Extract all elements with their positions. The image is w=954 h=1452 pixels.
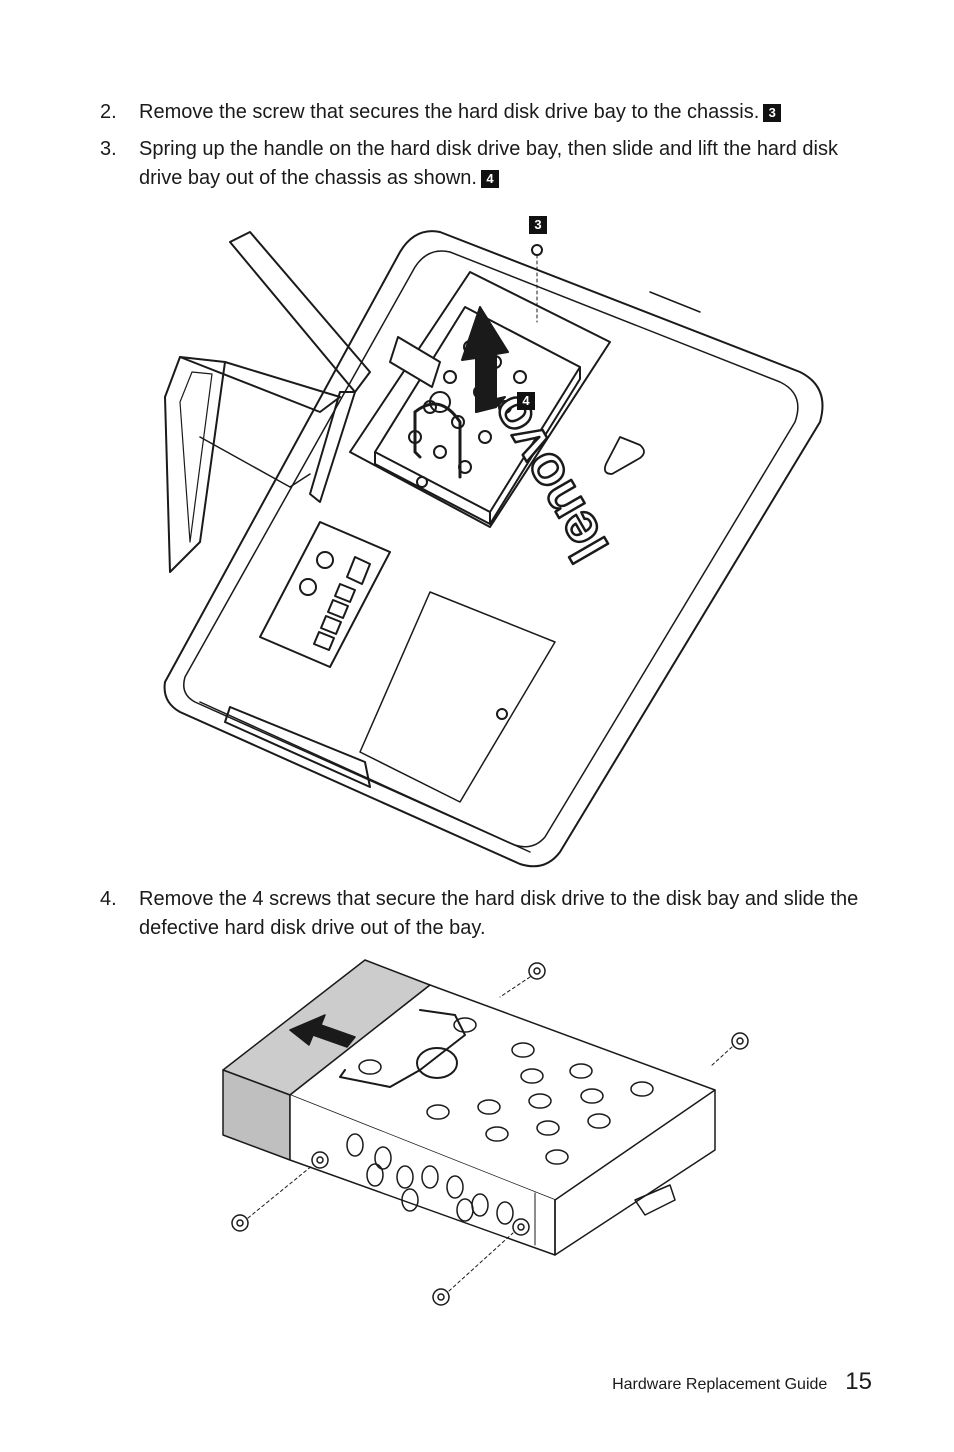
- mounting-tab: [634, 1184, 676, 1216]
- step-4: 4. Remove the 4 screws that secure the h…: [100, 885, 880, 943]
- stand-arm: [309, 391, 356, 503]
- guide-title: Hardware Replacement Guide: [612, 1376, 828, 1393]
- port-icon: [346, 556, 371, 585]
- bottom-vents: [224, 706, 371, 788]
- stand-leg: [164, 356, 226, 573]
- page-footer: Hardware Replacement Guide 15: [612, 1368, 872, 1396]
- port-icon: [316, 551, 334, 569]
- stand-upper: [229, 231, 371, 393]
- step-number: 3.: [100, 138, 117, 160]
- stand-leg-inner: [179, 371, 213, 543]
- step-number: 4.: [100, 888, 117, 910]
- sata-cable: [339, 1009, 466, 1088]
- power-button: [603, 436, 645, 475]
- bay-handle: [389, 336, 441, 388]
- vent-holes-side: [346, 1133, 514, 1225]
- memory-cover: [359, 591, 556, 803]
- stand-base: [179, 356, 341, 413]
- screw-icon: [531, 244, 543, 323]
- step-number: 2.: [100, 101, 117, 123]
- port-icon: [327, 599, 349, 619]
- io-panel: [259, 521, 391, 668]
- port-icon: [313, 631, 335, 651]
- hdd-bay-illustration: [222, 959, 749, 1306]
- port-icon: [334, 583, 356, 603]
- step-2: 2. Remove the screw that secures the har…: [100, 98, 880, 127]
- callout-badge: 3: [763, 104, 782, 122]
- callout-badge-lift: 4: [517, 392, 535, 410]
- chassis-outline: [163, 230, 824, 868]
- lift-arrow: [461, 306, 509, 413]
- bay-opening: [349, 271, 611, 528]
- vent-holes-top: [358, 1017, 654, 1165]
- stand-crossbar: [199, 436, 311, 488]
- step-text: Remove the screw that secures the hard d…: [139, 98, 880, 127]
- screw-icon: [432, 1218, 530, 1306]
- cover-screw-icon: [496, 708, 508, 720]
- slide-arrow: [289, 1014, 356, 1048]
- step-text: Remove the 4 screws that secure the hard…: [139, 888, 859, 939]
- chassis-illustration: lenovo: [163, 230, 824, 868]
- screw-icon: [499, 962, 546, 998]
- callout-badge-screw: 3: [529, 216, 547, 234]
- port-icon: [320, 615, 342, 635]
- port-icon: [299, 578, 317, 596]
- screw-icon: [709, 1032, 749, 1068]
- step-text: Spring up the handle on the hard disk dr…: [139, 138, 838, 189]
- callout-badge: 4: [480, 170, 499, 188]
- step-3: 3. Spring up the handle on the hard disk…: [100, 135, 880, 193]
- screw-icon: [231, 1151, 329, 1232]
- page-number: 15: [845, 1368, 872, 1395]
